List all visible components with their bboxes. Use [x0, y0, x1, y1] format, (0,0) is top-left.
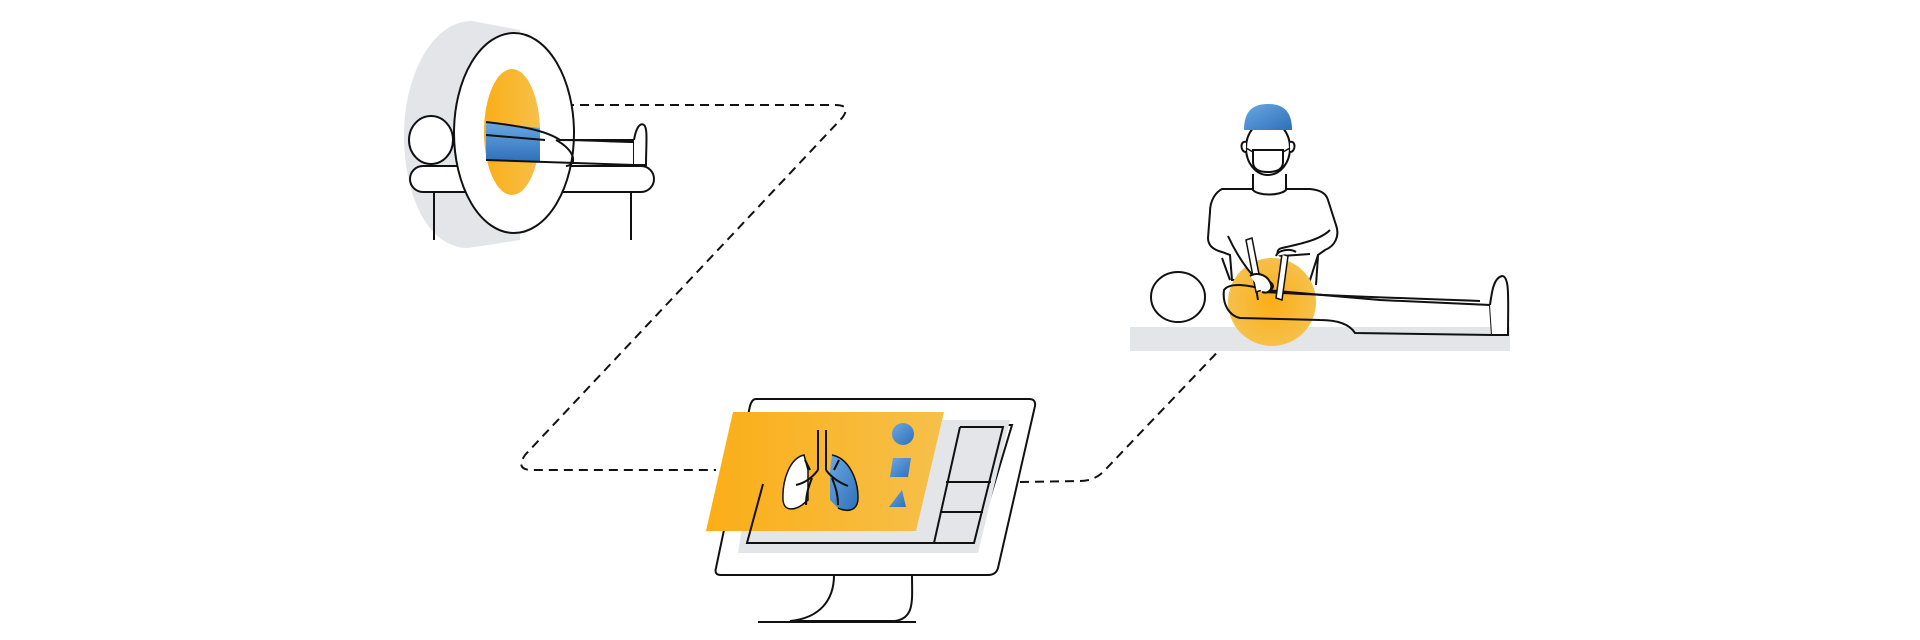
surgical-instrument-2	[1275, 253, 1289, 301]
data-table-icon	[933, 426, 1005, 544]
patient-body	[486, 122, 540, 162]
circle-icon	[892, 423, 914, 445]
surgical-cap	[1244, 104, 1292, 130]
ct-scanner-scene	[404, 21, 655, 248]
screen-card	[706, 412, 944, 531]
surgical-site-highlight	[1228, 258, 1316, 346]
monitor-stand	[789, 574, 914, 622]
patient-body-surgery	[1222, 284, 1494, 337]
surgery-scene	[1130, 104, 1510, 351]
lungs-icon	[782, 430, 859, 512]
patient-feet	[633, 123, 648, 166]
operating-table	[1130, 327, 1510, 351]
patient-head	[408, 115, 454, 165]
square-icon	[890, 458, 911, 477]
dashed-connector-scanner-monitor	[520, 104, 847, 471]
dashed-connector-monitor-surgery	[1019, 296, 1271, 483]
patient-head-surgery	[1150, 271, 1206, 323]
imaging-monitor-scene	[706, 398, 1037, 623]
surgical-mask	[1252, 149, 1284, 174]
triangle-icon	[889, 490, 906, 507]
